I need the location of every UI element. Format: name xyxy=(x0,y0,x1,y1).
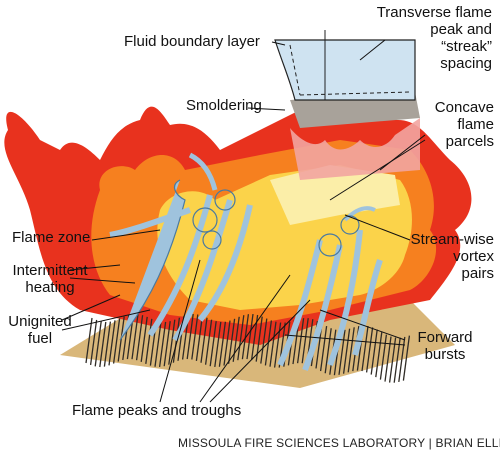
label-flame-zone: Flame zone xyxy=(12,229,90,246)
label-concave-flame-parcels: Concave flame parcels xyxy=(435,99,494,150)
label-unignited-line-2: fuel xyxy=(4,330,76,347)
label-intermittent-line-1: Intermittent xyxy=(4,262,96,279)
label-concave-line-1: Concave xyxy=(435,99,494,116)
image-credit: MISSOULA FIRE SCIENCES LABORATORY | BRIA… xyxy=(178,436,500,450)
label-intermittent-line-2: heating xyxy=(4,279,96,296)
label-unignited-fuel: Unignited fuel xyxy=(4,313,76,347)
label-concave-line-3: parcels xyxy=(435,133,494,150)
label-intermittent-heating: Intermittent heating xyxy=(4,262,96,296)
label-streamwise-line-2: vortex xyxy=(411,248,494,265)
label-fluid-boundary-layer: Fluid boundary layer xyxy=(124,33,260,50)
label-streamwise-line-3: pairs xyxy=(411,265,494,282)
label-concave-line-2: flame xyxy=(435,116,494,133)
label-streamwise-line-1: Stream-wise xyxy=(411,231,494,248)
label-smoldering: Smoldering xyxy=(186,97,262,114)
label-transverse-line-1: Transverse flame xyxy=(377,4,492,21)
label-forward-line-1: Forward xyxy=(400,329,490,346)
label-forward-line-2: bursts xyxy=(400,346,490,363)
label-transverse-line-4: spacing xyxy=(377,55,492,72)
label-transverse-flame: Transverse flame peak and “streak” spaci… xyxy=(377,4,492,72)
label-stream-wise-vortex-pairs: Stream-wise vortex pairs xyxy=(411,231,494,282)
label-transverse-line-3: “streak” xyxy=(377,38,492,55)
label-forward-bursts: Forward bursts xyxy=(400,329,490,363)
label-unignited-line-1: Unignited xyxy=(4,313,76,330)
label-flame-peaks-and-troughs: Flame peaks and troughs xyxy=(72,402,241,419)
label-transverse-line-2: peak and xyxy=(377,21,492,38)
